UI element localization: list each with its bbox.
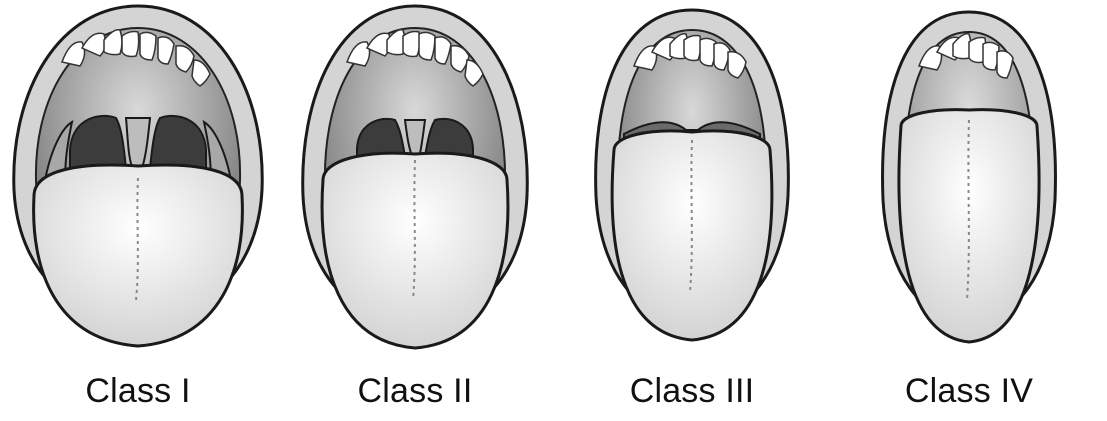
- class-label: Class II: [277, 372, 553, 411]
- mouth-illustration-class-4-icon: [831, 0, 1107, 360]
- mouth-illustration-class-3-icon: [554, 0, 830, 360]
- class-label: Class III: [554, 372, 830, 411]
- panel-class-3: Class III: [554, 0, 830, 421]
- panel-class-4: Class IV: [831, 0, 1107, 421]
- mouth-illustration-class-1-icon: [0, 0, 276, 360]
- mouth-illustration-class-2-icon: [277, 0, 553, 360]
- panel-class-2: Class II: [277, 0, 553, 421]
- panel-class-1: Class I: [0, 0, 276, 421]
- class-label: Class I: [0, 372, 276, 411]
- class-label: Class IV: [831, 372, 1107, 411]
